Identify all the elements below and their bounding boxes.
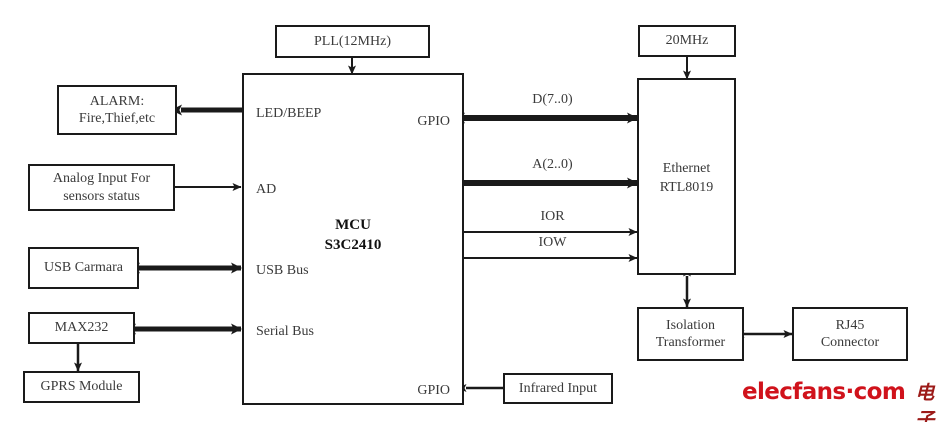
mcu-port-gpio-bottom: GPIO	[417, 383, 450, 398]
block-rj45-label-line1: RJ45	[835, 317, 865, 333]
mcu-port-serial-bus: Serial Bus	[256, 324, 314, 339]
bus-label-ior: IOR	[540, 209, 565, 224]
block-gprs-module[interactable]: GPRS Module	[23, 371, 140, 403]
block-mcu[interactable]: MCU S3C2410 LED/BEEP AD USB Bus Serial B…	[242, 73, 464, 405]
block-alarm[interactable]: ALARM: Fire,Thief,etc	[57, 85, 177, 135]
block-isolation-label-line2: Transformer	[655, 335, 726, 350]
mcu-port-usb-bus: USB Bus	[256, 263, 309, 278]
block-alarm-label-line2: Fire,Thief,etc	[78, 111, 156, 126]
mcu-port-gpio-top: GPIO	[417, 114, 450, 129]
watermark-chinese-text: 电子发烧友	[915, 382, 936, 422]
block-mcu-label-line1: MCU	[335, 217, 371, 233]
bus-label-iow: IOW	[538, 235, 567, 250]
block-analog-input[interactable]: Analog Input For sensors status	[28, 164, 175, 211]
block-pll[interactable]: PLL(12MHz)	[275, 25, 430, 58]
block-analog-input-label-line1: Analog Input For	[52, 171, 151, 186]
block-isolation-label-line1: Isolation	[666, 317, 715, 333]
bus-label-address: A(2..0)	[532, 157, 573, 172]
block-infrared-input-label: Infrared Input	[518, 380, 598, 396]
block-rj45-connector[interactable]: RJ45 Connector	[792, 307, 908, 361]
mcu-port-ad: AD	[256, 182, 277, 197]
block-pll-label: PLL(12MHz)	[314, 33, 391, 49]
block-ethernet-controller[interactable]: Ethernet RTL8019	[637, 78, 736, 275]
block-infrared-input[interactable]: Infrared Input	[503, 373, 613, 404]
block-analog-input-label-line2: sensors status	[63, 188, 140, 204]
block-isolation-transformer[interactable]: Isolation Transformer	[637, 307, 744, 361]
watermark-elecfans: elecfans·com 电子发烧友	[742, 378, 944, 422]
bus-label-data: D(7..0)	[532, 92, 573, 107]
mcu-port-led-beep: LED/BEEP	[256, 106, 322, 121]
block-oscillator-20mhz[interactable]: 20MHz	[638, 25, 736, 57]
block-mcu-label-line2: S3C2410	[324, 237, 382, 254]
block-gprs-module-label: GPRS Module	[40, 379, 123, 395]
block-oscillator-label: 20MHz	[665, 33, 709, 49]
watermark-latin-text: elecfans·com	[742, 379, 906, 405]
block-ethernet-label-line2: RTL8019	[659, 179, 714, 195]
block-max232[interactable]: MAX232	[28, 312, 135, 344]
block-usb-camera-label: USB Carmara	[44, 260, 123, 276]
block-max232-label: MAX232	[54, 320, 109, 336]
block-alarm-label-line1: ALARM:	[89, 93, 145, 109]
block-ethernet-label-line1: Ethernet	[662, 161, 711, 176]
block-usb-camera[interactable]: USB Carmara	[28, 247, 139, 289]
block-rj45-label-line2: Connector	[820, 335, 880, 350]
